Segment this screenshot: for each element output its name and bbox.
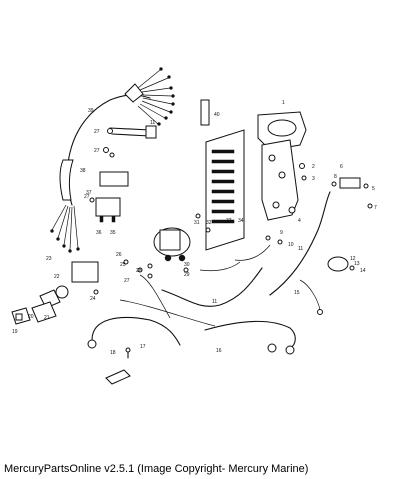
callout-11-a: 11 xyxy=(150,120,155,126)
callout-27-a: 27 xyxy=(94,129,100,135)
callout-1: 1 xyxy=(282,100,285,106)
callout-27-b: 27 xyxy=(94,148,100,154)
mounting-bracket xyxy=(257,111,307,221)
callout-12: 12 xyxy=(350,256,356,262)
callout-23: 23 xyxy=(46,256,52,262)
callout-27-d: 27 xyxy=(124,278,130,284)
bracket-and-switch xyxy=(89,171,129,223)
callout-16: 16 xyxy=(216,348,222,354)
callout-10: 10 xyxy=(288,242,294,248)
lead-wires-top xyxy=(103,125,157,158)
callout-labels: 1 2 3 4 5 6 7 8 9 10 11 11 11 12 13 14 1… xyxy=(12,100,377,356)
callout-2: 2 xyxy=(312,164,315,170)
callout-32: 32 xyxy=(206,220,212,226)
callout-30: 30 xyxy=(184,262,190,268)
callout-31: 31 xyxy=(194,220,200,226)
callout-5: 5 xyxy=(372,186,375,192)
terminal-block xyxy=(200,99,245,251)
bottom-small-parts xyxy=(105,347,131,385)
fasteners xyxy=(93,213,283,295)
callout-36: 36 xyxy=(96,230,102,236)
callout-21: 21 xyxy=(44,315,50,321)
callout-25: 25 xyxy=(120,262,126,268)
callout-24: 24 xyxy=(90,296,96,302)
callout-15: 15 xyxy=(294,290,300,296)
callout-29: 29 xyxy=(184,272,190,278)
callout-13: 13 xyxy=(354,261,360,267)
callout-20: 20 xyxy=(28,314,34,320)
callout-7: 7 xyxy=(374,205,377,211)
callout-6: 6 xyxy=(340,164,343,170)
right-side-components xyxy=(299,163,373,272)
callout-37: 37 xyxy=(86,190,92,196)
callout-26: 26 xyxy=(116,252,122,258)
callout-22: 22 xyxy=(54,274,60,280)
main-harness xyxy=(50,67,175,253)
callout-11-c: 11 xyxy=(298,246,303,252)
starter-solenoid xyxy=(153,227,191,262)
ignition-switch xyxy=(11,261,99,325)
callout-28: 28 xyxy=(136,268,142,274)
callout-33: 33 xyxy=(226,218,232,224)
callout-38: 38 xyxy=(80,168,86,174)
callout-34: 34 xyxy=(238,218,244,224)
wiring-harness-diagram: 1 2 3 4 5 6 7 8 9 10 11 11 11 12 13 14 1… xyxy=(11,67,377,385)
callout-11-b: 11 xyxy=(212,299,217,305)
callout-40: 40 xyxy=(214,112,220,118)
callout-9: 9 xyxy=(280,230,283,236)
callout-27-c: 27 xyxy=(84,194,90,200)
callout-18: 18 xyxy=(110,350,116,356)
callout-4: 4 xyxy=(298,218,301,224)
callout-35: 35 xyxy=(110,230,116,236)
callout-39: 39 xyxy=(88,108,94,114)
callout-17: 17 xyxy=(140,344,146,350)
battery-cables xyxy=(87,317,296,355)
callout-19: 19 xyxy=(12,329,18,335)
wiring-loom xyxy=(119,191,331,327)
callout-3: 3 xyxy=(312,176,315,182)
callout-8: 8 xyxy=(334,174,337,180)
callout-14: 14 xyxy=(360,268,366,274)
image-caption: MercuryPartsOnline v2.5.1 (Image Copyrig… xyxy=(4,463,309,475)
